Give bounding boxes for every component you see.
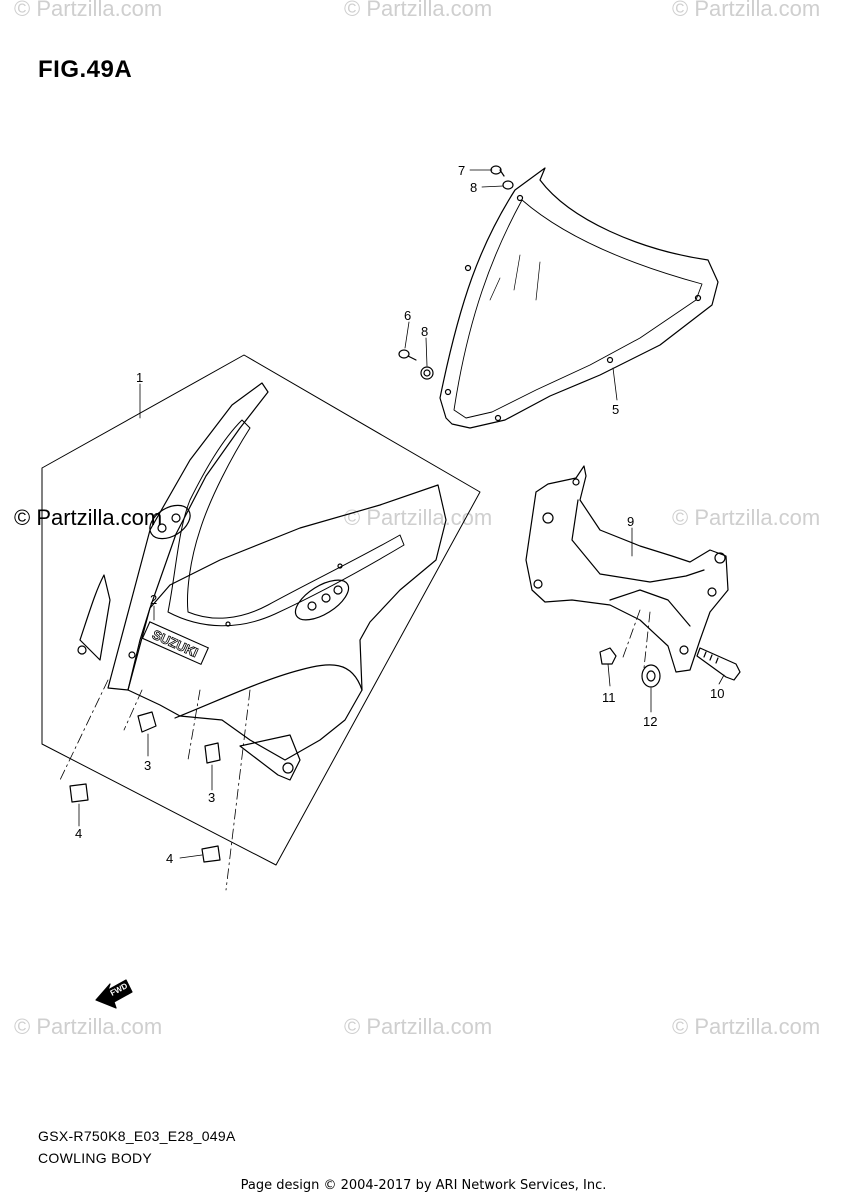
screw-7 <box>490 165 505 177</box>
clip-4b <box>201 845 221 863</box>
callout-8: 8 <box>421 324 428 339</box>
callout-3: 3 <box>144 758 151 773</box>
callout-4: 4 <box>75 826 82 841</box>
watermark: © Partzilla.com <box>344 1014 493 1039</box>
grommet-3a <box>137 711 157 733</box>
leader-lines <box>59 609 651 891</box>
callout-10: 10 <box>710 686 724 701</box>
watermark: © Partzilla.com <box>672 0 821 21</box>
watermark-dark: © Partzilla.com <box>14 505 163 530</box>
bolt-10 <box>696 647 741 681</box>
callout-leaders <box>78 169 725 859</box>
screw-6 <box>398 349 417 361</box>
watermark: © Partzilla.com <box>344 0 493 21</box>
watermark: © Partzilla.com <box>672 1014 821 1039</box>
callout-8: 8 <box>470 180 477 195</box>
emblem-text: SUZUKI <box>150 627 200 660</box>
callout-1: 1 <box>136 370 143 385</box>
well-nut-8a <box>502 180 514 190</box>
callout-7: 7 <box>458 163 465 178</box>
callout-6: 6 <box>404 308 411 323</box>
model-code: GSX-R750K8_E03_E28_049A <box>38 1128 236 1144</box>
watermark: © Partzilla.com <box>344 505 493 530</box>
watermark: © Partzilla.com <box>672 505 821 530</box>
callout-12: 12 <box>643 714 657 729</box>
grommet-3b <box>204 742 221 764</box>
suzuki-emblem: SUZUKI <box>141 621 210 666</box>
assembly-outline <box>41 354 481 866</box>
watermark: © Partzilla.com <box>14 0 163 21</box>
figure-title: FIG.49A <box>38 56 133 83</box>
clip-4a <box>69 783 89 803</box>
callout-2: 2 <box>150 592 157 607</box>
callout-3: 3 <box>208 790 215 805</box>
well-nut-8b <box>420 366 434 380</box>
footer-credit: Page design © 2004-2017 by ARI Network S… <box>240 1178 607 1193</box>
callout-4: 4 <box>166 851 173 866</box>
section-name: COWLING BODY <box>38 1150 153 1166</box>
watermark: © Partzilla.com <box>14 1014 163 1039</box>
callout-5: 5 <box>612 402 619 417</box>
callout-9: 9 <box>627 514 634 529</box>
cowling-brace <box>525 465 729 673</box>
nut-11 <box>599 647 617 665</box>
windscreen <box>439 167 719 429</box>
washer-12 <box>641 664 661 688</box>
fwd-arrow <box>95 979 133 1009</box>
callout-11: 11 <box>602 690 616 705</box>
upper-cowling <box>77 382 447 781</box>
